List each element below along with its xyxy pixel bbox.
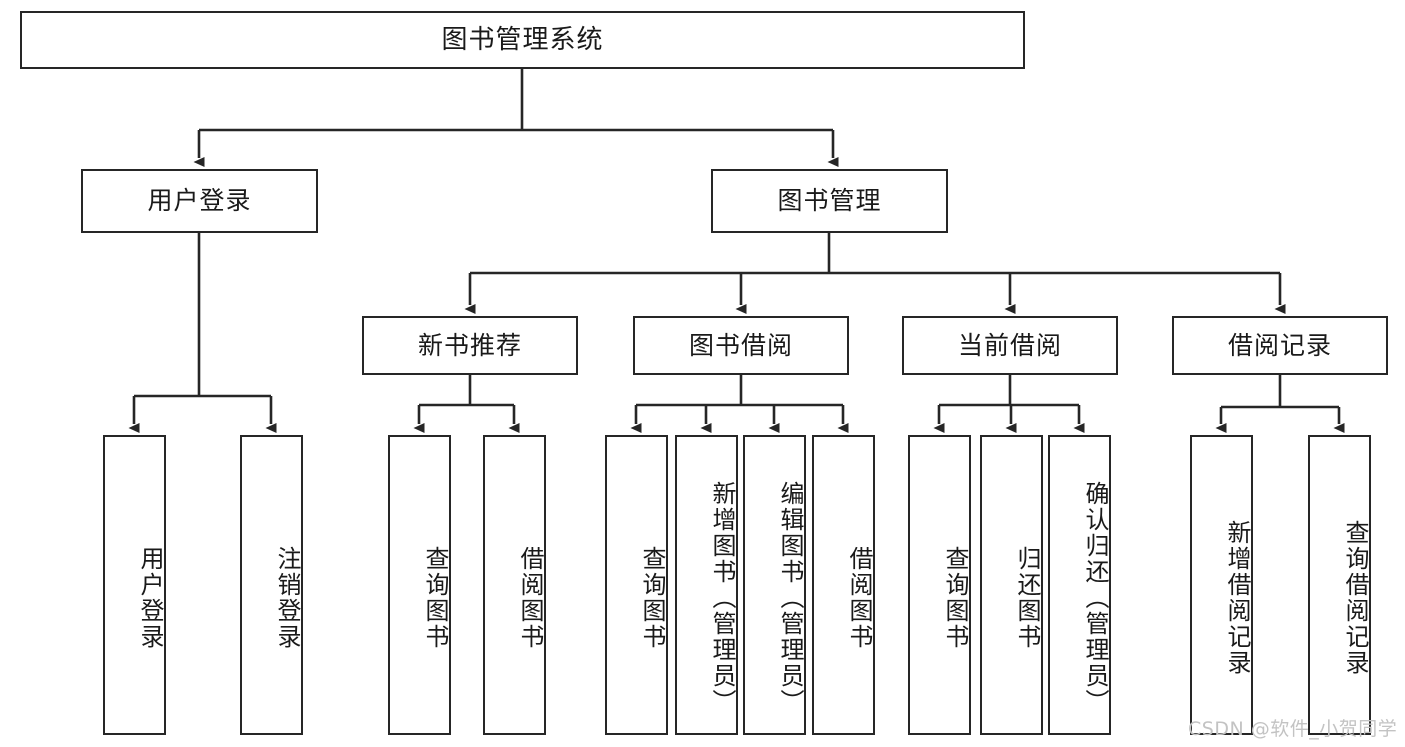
leaf-user-login[interactable]: 用户登录: [103, 435, 166, 735]
leaf-add-borrow-record[interactable]: 新增借阅记录: [1190, 435, 1253, 735]
node-new-book-recommend[interactable]: 新书推荐: [362, 316, 578, 375]
leaf-query-book-recommend[interactable]: 查询图书: [388, 435, 451, 735]
leaf-edit-book-admin[interactable]: 编辑图书（管理员）: [743, 435, 806, 735]
edges-bookborrow-to-leaves: [630, 375, 849, 433]
leaf-query-borrow-record[interactable]: 查询借阅记录: [1308, 435, 1371, 735]
node-root-system[interactable]: 图书管理系统: [20, 11, 1025, 69]
edges-newbook-to-leaves: [413, 375, 520, 433]
edges-currentborrow-to-leaves: [933, 375, 1085, 433]
leaf-return-book[interactable]: 归还图书: [980, 435, 1043, 735]
edges-userlogin-to-leaves: [128, 233, 277, 433]
node-book-borrow[interactable]: 图书借阅: [633, 316, 849, 375]
edges-borrowrecord-to-leaves: [1215, 375, 1345, 433]
node-current-borrow[interactable]: 当前借阅: [902, 316, 1118, 375]
edges-root-to-level2: [193, 69, 839, 167]
leaf-confirm-return-admin[interactable]: 确认归还（管理员）: [1048, 435, 1111, 735]
watermark-csdn: CSDN @软件_小贺同学: [1188, 718, 1398, 740]
node-book-management[interactable]: 图书管理: [711, 169, 948, 233]
leaf-borrow-book[interactable]: 借阅图书: [812, 435, 875, 735]
leaf-query-book-current[interactable]: 查询图书: [908, 435, 971, 735]
leaf-user-logout[interactable]: 注销登录: [240, 435, 303, 735]
node-borrow-record[interactable]: 借阅记录: [1172, 316, 1388, 375]
leaf-borrow-book-recommend[interactable]: 借阅图书: [483, 435, 546, 735]
leaf-query-book-borrow[interactable]: 查询图书: [605, 435, 668, 735]
leaf-add-book-admin[interactable]: 新增图书（管理员）: [675, 435, 738, 735]
edges-bookmanage-to-level3: [464, 233, 1286, 314]
node-user-login[interactable]: 用户登录: [81, 169, 318, 233]
